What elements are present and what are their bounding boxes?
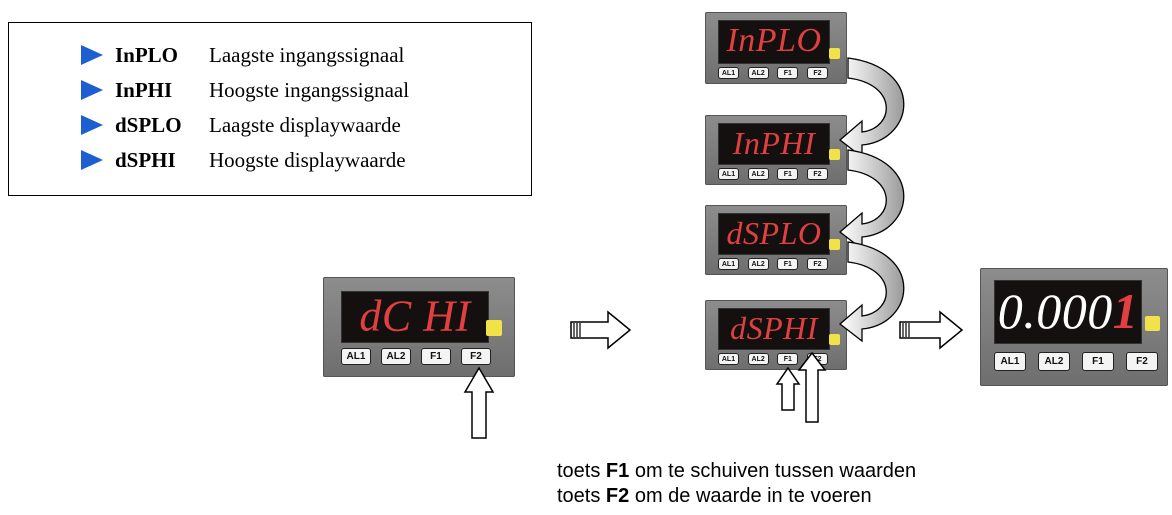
- up-arrow-icon: [463, 366, 495, 439]
- caption-f2: toets F2 om de waarde in te voeren: [557, 485, 872, 508]
- f2-key[interactable]: F2: [461, 348, 491, 365]
- legend-desc: Hoogste displaywaarde: [209, 147, 406, 172]
- al1-key[interactable]: AL1: [718, 353, 739, 365]
- device-lcd: dC HI: [341, 291, 489, 343]
- key-row: AL1 AL2 F1 F2: [341, 348, 491, 365]
- key-row: AL1 AL2 F1 F2: [718, 168, 828, 180]
- legend-desc: Laagste ingangssignaal: [209, 42, 405, 67]
- right-arrow-icon: [570, 310, 632, 350]
- bullet-arrow-icon: [81, 80, 103, 100]
- display-text: dSPLO: [726, 214, 822, 251]
- legend-box: InPLO Laagste ingangssignaal InPHI Hoogs…: [8, 22, 532, 196]
- caption-prefix: toets: [557, 485, 606, 507]
- legend-desc: Hoogste ingangssignaal: [209, 77, 410, 102]
- up-arrow-icon: [797, 351, 827, 423]
- curved-arrow-icon: [838, 57, 905, 159]
- f1-key[interactable]: F1: [1082, 352, 1114, 371]
- device-lcd: 0.0001: [994, 280, 1142, 344]
- f1-key[interactable]: F1: [777, 168, 799, 180]
- device-lcd: InPHI: [718, 123, 830, 165]
- al2-key[interactable]: AL2: [747, 353, 769, 365]
- caption-prefix: toets: [557, 460, 606, 482]
- device-start: dC HI AL1 AL2 F1 F2: [323, 277, 515, 377]
- f1-key[interactable]: F1: [777, 258, 799, 270]
- al2-key[interactable]: AL2: [747, 258, 769, 270]
- legend-desc: Laagste displaywaarde: [209, 112, 401, 137]
- al1-key[interactable]: AL1: [994, 352, 1026, 371]
- device-lcd: dSPHI: [718, 308, 830, 350]
- device-result: 0.0001 AL1 AL2 F1 F2: [980, 268, 1168, 386]
- legend-code: InPHI: [115, 77, 173, 102]
- display-blinking-digit: 1: [1112, 282, 1139, 339]
- f1-key[interactable]: F1: [777, 353, 799, 365]
- al2-key[interactable]: AL2: [747, 67, 769, 79]
- legend-item-inplo: InPLO Laagste ingangssignaal: [81, 40, 404, 70]
- status-led: [829, 334, 840, 345]
- f2-key[interactable]: F2: [806, 168, 828, 180]
- display-text: dC HI: [359, 291, 471, 341]
- legend-code: dSPHI: [115, 147, 176, 172]
- al1-key[interactable]: AL1: [718, 67, 739, 79]
- display-text: dSPHI: [730, 309, 818, 346]
- device-step-inphi: InPHI AL1 AL2 F1 F2: [705, 115, 847, 185]
- legend-code: InPLO: [115, 42, 179, 67]
- al1-key[interactable]: AL1: [718, 168, 739, 180]
- al2-key[interactable]: AL2: [1038, 352, 1070, 371]
- curved-arrow-icon: [838, 149, 905, 251]
- bullet-arrow-icon: [81, 150, 103, 170]
- caption-text: om de waarde in te voeren: [629, 485, 872, 507]
- key-row: AL1 AL2 F1 F2: [718, 258, 828, 270]
- f2-key[interactable]: F2: [806, 67, 828, 79]
- f2-key[interactable]: F2: [1126, 352, 1158, 371]
- legend-item-inphi: InPHI Hoogste ingangssignaal: [81, 75, 409, 105]
- legend-code: dSPLO: [115, 112, 182, 137]
- display-value: 0.000: [997, 282, 1113, 339]
- key-row: AL1 AL2 F1 F2: [994, 352, 1158, 371]
- device-step-inplo: InPLO AL1 AL2 F1 F2: [705, 12, 847, 84]
- status-led: [829, 149, 840, 160]
- display-text: InPHI: [732, 124, 816, 161]
- bullet-arrow-icon: [81, 115, 103, 135]
- status-led: [1145, 316, 1160, 331]
- al1-key[interactable]: AL1: [341, 348, 371, 365]
- up-arrow-icon: [775, 366, 801, 411]
- al1-key[interactable]: AL1: [718, 258, 739, 270]
- status-led: [486, 320, 502, 336]
- f1-key[interactable]: F1: [777, 67, 799, 79]
- display-text: 0.0001: [995, 282, 1141, 340]
- f1-key[interactable]: F1: [421, 348, 451, 365]
- device-lcd: dSPLO: [718, 213, 830, 255]
- right-arrow-icon: [899, 310, 964, 350]
- caption-key: F2: [605, 485, 630, 507]
- caption-text: om te schuiven tussen waarden: [629, 460, 917, 482]
- device-step-dsplo: dSPLO AL1 AL2 F1 F2: [705, 205, 847, 275]
- display-text: InPLO: [726, 22, 822, 60]
- status-led: [829, 48, 840, 59]
- caption-key: F1: [605, 460, 630, 482]
- caption-f1: toets F1 om te schuiven tussen waarden: [557, 460, 916, 483]
- f2-key[interactable]: F2: [806, 258, 828, 270]
- key-row: AL1 AL2 F1 F2: [718, 67, 828, 79]
- bullet-arrow-icon: [81, 45, 103, 65]
- curved-arrow-icon: [838, 241, 905, 343]
- legend-item-dsplo: dSPLO Laagste displaywaarde: [81, 110, 401, 140]
- device-lcd: InPLO: [718, 20, 830, 64]
- al2-key[interactable]: AL2: [747, 168, 769, 180]
- al2-key[interactable]: AL2: [381, 348, 411, 365]
- legend-item-dsphi: dSPHI Hoogste displaywaarde: [81, 145, 406, 175]
- status-led: [829, 239, 840, 250]
